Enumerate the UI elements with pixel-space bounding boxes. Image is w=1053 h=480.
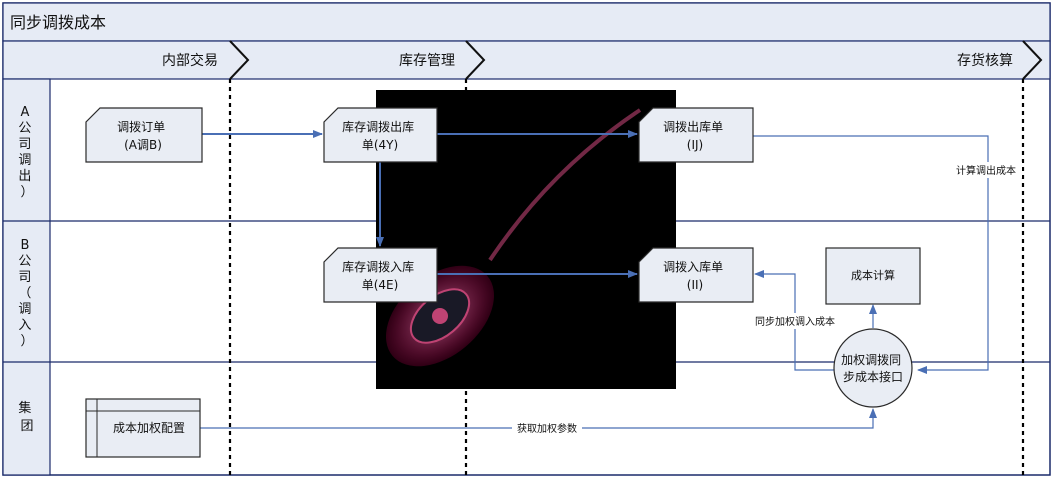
phase-chevron-1 (229, 40, 250, 80)
edge-label-calc-out-cost: 计算调出成本 (956, 164, 1016, 177)
svg-text:成本计算: 成本计算 (851, 268, 895, 282)
node-stock-in: 库存调拨入库 单(4E) (323, 247, 438, 303)
phase-label-inventory: 库存管理 (399, 53, 455, 69)
lane-label-a: A 公 司 调 出 ） (18, 105, 35, 200)
lane-label-column (2, 78, 51, 476)
svg-text:成本加权配置: 成本加权配置 (113, 421, 185, 435)
title-bar (2, 2, 1051, 42)
node-transfer-order: 调拨订单 (A调B) (85, 107, 203, 163)
node-stock-out: 库存调拨出库 单(4Y) (323, 107, 438, 163)
svg-text:加权调拨同 步成本接口: 加权调拨同 步成本接口 (841, 353, 905, 384)
phase-chevron-3 (1022, 40, 1043, 80)
edge-label-sync-in-cost: 同步加权调入成本 (755, 315, 835, 328)
diagram-title: 同步调拨成本 (10, 13, 106, 32)
lane-label-group: 集 团 (18, 400, 35, 434)
edge-label-bg-sync (750, 313, 840, 329)
svg-text:调拨入库单 (II): 调拨入库单 (II) (663, 259, 727, 292)
edge-config-to-sync (200, 408, 877, 429)
phase-label-internal-trade: 内部交易 (162, 52, 218, 69)
node-cost-calc: 成本计算 (825, 247, 921, 305)
phase-chevron-2 (465, 40, 486, 80)
node-transfer-in-bill: 调拨入库单 (II) (638, 247, 754, 303)
node-weight-config: 成本加权配置 (85, 398, 201, 458)
phase-header (2, 40, 1051, 80)
svg-text:调拨订单 (A调B): 调拨订单 (A调B) (117, 120, 169, 152)
node-transfer-out-bill: 调拨出库单 (IJ) (638, 107, 754, 163)
node-weighted-sync: 加权调拨同 步成本接口 (833, 328, 913, 408)
svg-text:调拨出库单 (IJ): 调拨出库单 (IJ) (663, 119, 727, 152)
phase-label-stock-accounting: 存货核算 (957, 52, 1013, 69)
edge-label-get-params: 获取加权参数 (517, 422, 577, 435)
lane-label-b: B 公 司 （ 调 入 ） (18, 238, 35, 349)
edge-outbill-to-sync (753, 135, 989, 374)
svg-text:库存调拨入库 单(4E): 库存调拨入库 单(4E) (342, 259, 418, 292)
edge-label-bg-calc (950, 162, 1022, 178)
svg-text:库存调拨出库 单(4Y): 库存调拨出库 单(4Y) (342, 119, 418, 152)
edge-label-bg-params (512, 420, 582, 436)
watermark-logo (385, 108, 642, 367)
